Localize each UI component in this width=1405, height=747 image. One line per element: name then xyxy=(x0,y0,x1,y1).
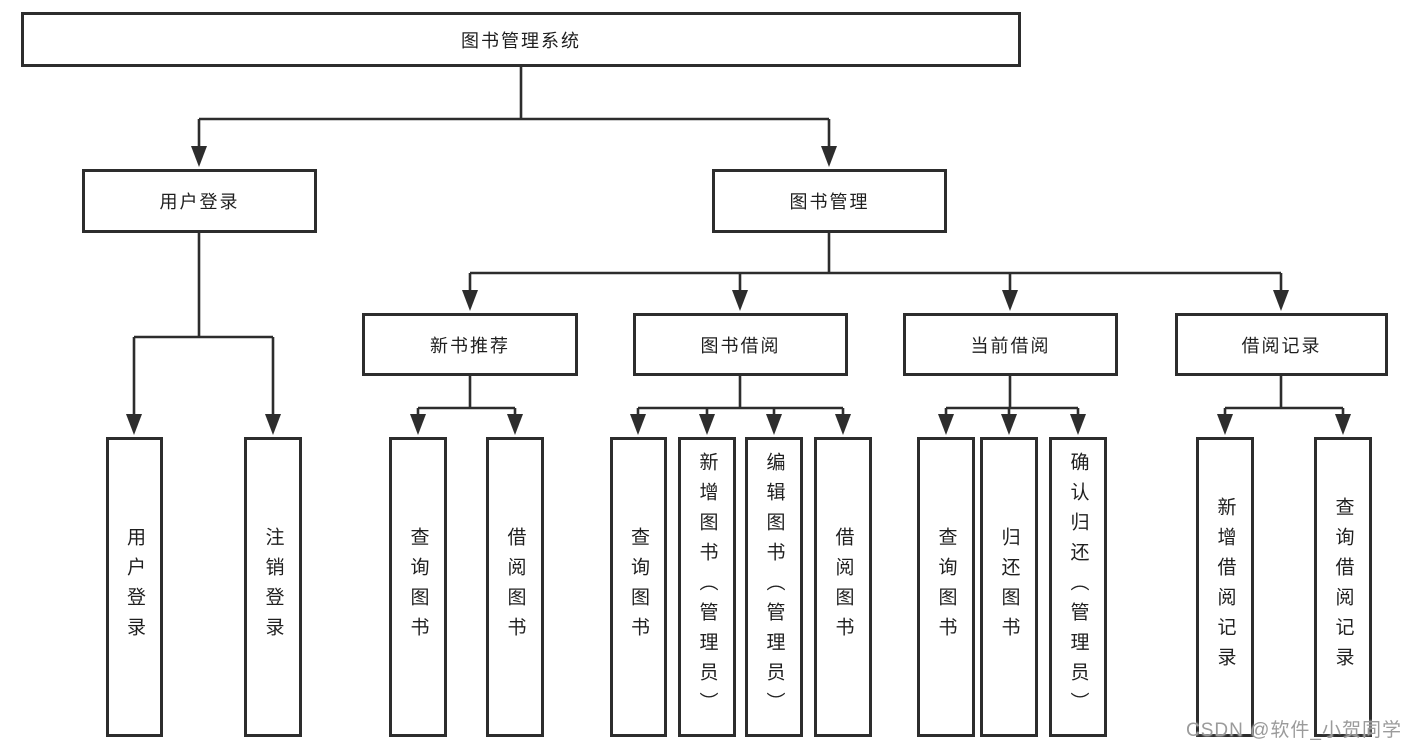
connector-record-to-leaves xyxy=(1223,376,1345,418)
leaf-label: 编辑图书（管理员） xyxy=(763,452,785,722)
node-label: 新书推荐 xyxy=(430,335,510,356)
arrowheads xyxy=(126,146,1351,435)
node-label: 借阅记录 xyxy=(1241,335,1322,356)
node-library-system: 图书管理系统 xyxy=(21,12,1021,67)
leaf-label: 新增图书（管理员） xyxy=(696,452,718,722)
connector-current-to-leaves xyxy=(944,376,1080,418)
leaf-label: 借阅图书 xyxy=(504,527,526,647)
node-label: 图书管理 xyxy=(789,192,870,212)
connector-book-mgmt-to-level3 xyxy=(468,233,1283,294)
leaf-logout: 注销登录 xyxy=(244,437,302,737)
leaf-edit-book-admin: 编辑图书（管理员） xyxy=(745,437,803,737)
leaf-query-book: 查询图书 xyxy=(389,437,447,737)
leaf-borrow-book: 借阅图书 xyxy=(486,437,544,737)
leaf-label: 查询图书 xyxy=(935,527,957,647)
node-label: 图书管理系统 xyxy=(461,30,581,51)
csdn-watermark: CSDN @软件_小贺同学 xyxy=(1186,720,1402,741)
leaf-user-login: 用户登录 xyxy=(106,437,163,737)
leaf-query-book: 查询图书 xyxy=(610,437,667,737)
leaf-add-borrow-record: 新增借阅记录 xyxy=(1196,437,1254,737)
leaf-label: 查询图书 xyxy=(407,527,429,647)
connector-root-to-level2 xyxy=(197,67,831,150)
node-borrow-records: 借阅记录 xyxy=(1175,313,1388,376)
node-book-management: 图书管理 xyxy=(712,169,947,233)
leaf-return-book: 归还图书 xyxy=(980,437,1038,737)
leaf-borrow-book: 借阅图书 xyxy=(814,437,872,737)
node-label: 图书借阅 xyxy=(700,335,781,356)
connector-user-login-to-leaves xyxy=(132,233,275,418)
leaf-label: 新增借阅记录 xyxy=(1214,497,1236,677)
leaf-query-borrow-record: 查询借阅记录 xyxy=(1314,437,1372,737)
leaf-query-book: 查询图书 xyxy=(917,437,975,737)
leaf-label: 归还图书 xyxy=(998,527,1020,647)
leaf-label: 查询借阅记录 xyxy=(1332,497,1354,677)
leaf-confirm-return-admin: 确认归还（管理员） xyxy=(1049,437,1107,737)
leaf-label: 确认归还（管理员） xyxy=(1067,452,1089,722)
leaf-label: 用户登录 xyxy=(124,527,145,647)
node-user-login: 用户登录 xyxy=(82,169,317,233)
node-label: 当前借阅 xyxy=(970,335,1051,356)
node-label: 用户登录 xyxy=(159,192,240,212)
connector-new-book-to-leaves xyxy=(416,376,517,418)
leaf-label: 注销登录 xyxy=(262,527,284,647)
leaf-add-book-admin: 新增图书（管理员） xyxy=(678,437,736,737)
connector-book-borrow-to-leaves xyxy=(636,376,845,418)
node-new-book-recommend: 新书推荐 xyxy=(362,313,578,376)
node-current-borrowing: 当前借阅 xyxy=(903,313,1118,376)
leaf-label: 借阅图书 xyxy=(832,527,854,647)
node-book-borrowing: 图书借阅 xyxy=(633,313,848,376)
leaf-label: 查询图书 xyxy=(628,527,649,647)
